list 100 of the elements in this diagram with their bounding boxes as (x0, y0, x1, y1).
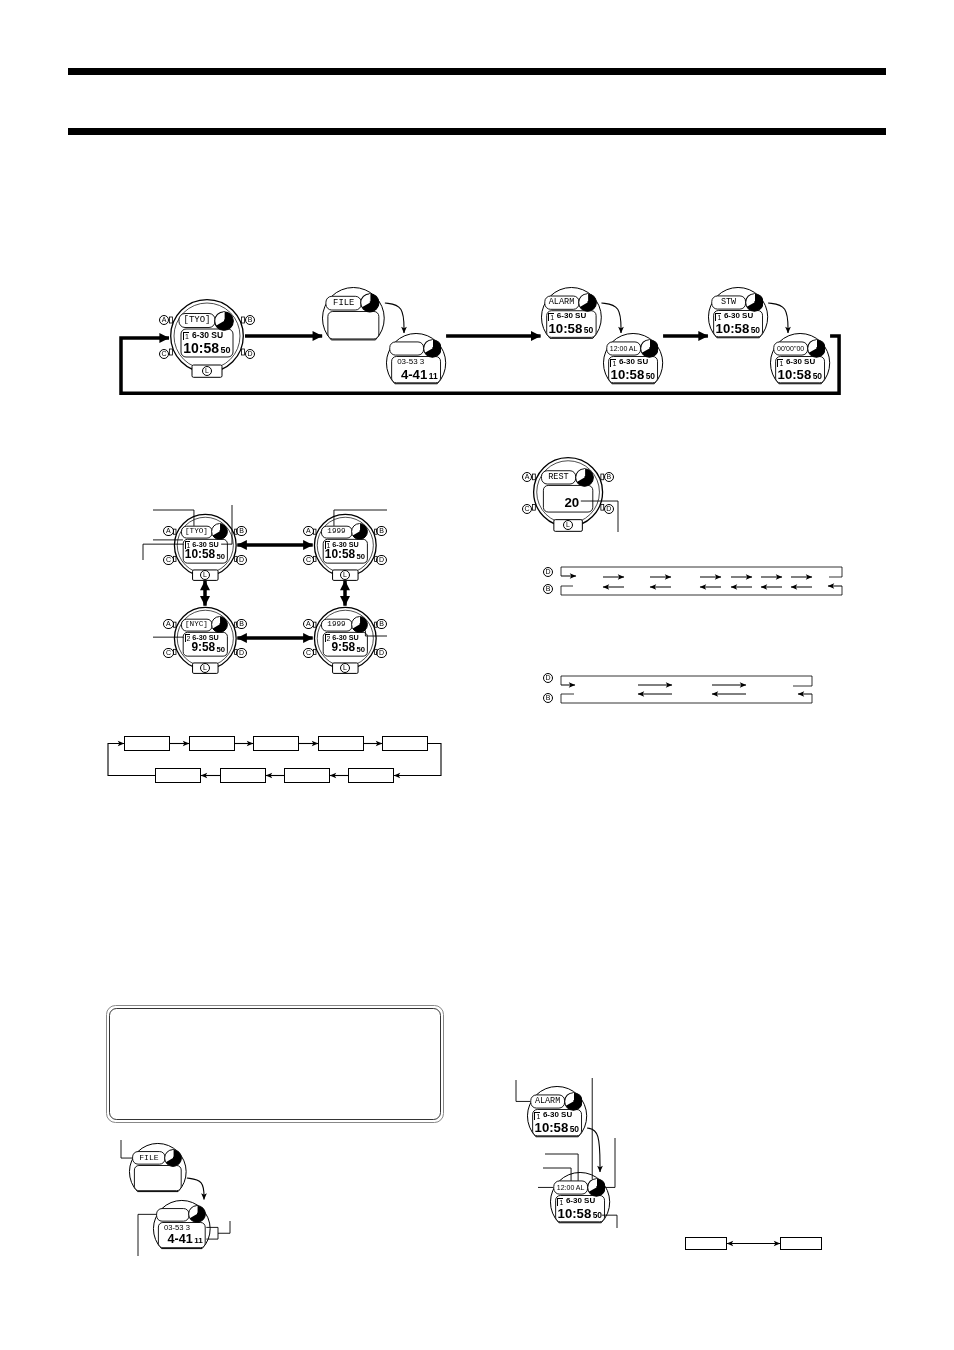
lcd-seconds: 50 (812, 371, 823, 381)
lcd-time: 10:58 (610, 367, 645, 381)
leader-line (205, 1220, 231, 1240)
lcd-label: REST (548, 473, 569, 482)
watch-face (172, 605, 238, 674)
lcd-label: FILE (333, 298, 355, 308)
leader-line (544, 1153, 579, 1182)
leader-line (537, 1187, 554, 1188)
lcd-label: STW (720, 298, 737, 307)
lcd-time: 10:58 (548, 322, 583, 336)
lcd-time: 9:58 (191, 642, 216, 655)
lcd-seconds: 50 (569, 1124, 580, 1134)
arrow (600, 302, 624, 334)
arrow (234, 740, 254, 747)
arrow (169, 740, 190, 747)
arrow (186, 1177, 207, 1201)
leader-line (591, 1077, 593, 1180)
double-arrow (236, 540, 314, 550)
double-arrow (236, 633, 314, 643)
leader-line (137, 1213, 157, 1257)
lcd-label: FILE (139, 1154, 159, 1163)
lcd-count: 20 (564, 495, 580, 510)
leader-line (152, 636, 185, 638)
arrow (767, 302, 791, 334)
empty-box (382, 736, 428, 751)
empty-box (220, 768, 266, 783)
lcd-label: ALARM (548, 298, 575, 307)
lcd-time: 10:58 (183, 341, 219, 355)
leader-line (364, 629, 388, 637)
lcd-seconds: 50 (645, 371, 656, 381)
arrow (245, 331, 323, 341)
lcd-time: 10:58 (324, 549, 356, 562)
empty-box (253, 736, 299, 751)
arrow (363, 740, 383, 747)
lcd-time: 10:58 (534, 1120, 569, 1134)
lcd-label: ALARM (534, 1097, 561, 1106)
empty-box (189, 736, 235, 751)
lcd-seconds: 50 (750, 325, 761, 335)
arrow (200, 772, 221, 779)
leader-line (152, 509, 195, 527)
watch-display (385, 332, 447, 385)
arrow (586, 1127, 603, 1173)
lcd-date: 6-30 SU (556, 312, 587, 321)
empty-box (685, 1237, 727, 1250)
lcd-time: 4-41 (400, 367, 428, 381)
lcd-seconds: 50 (592, 1210, 603, 1220)
leader-line (601, 1214, 618, 1229)
arrow (107, 740, 156, 777)
leader-line (515, 1079, 531, 1102)
lcd-seconds: 11 (194, 1236, 203, 1245)
leader-line (333, 509, 388, 527)
watch-display (707, 286, 769, 339)
leader-line (604, 1137, 616, 1188)
watch-display (602, 332, 664, 385)
lcd-seconds: 11 (428, 371, 438, 381)
double-arrow (200, 580, 210, 607)
arrow (663, 331, 709, 341)
lcd-time: 10:58 (184, 549, 216, 562)
double-arrow (340, 580, 350, 607)
empty-box (780, 1237, 822, 1250)
double-arrow (726, 1240, 781, 1247)
empty-box (155, 768, 201, 783)
lcd-label: [TYO] (183, 316, 211, 325)
empty-box (348, 768, 394, 783)
leader-line (152, 539, 184, 541)
lcd-time: 4-41 (167, 1232, 193, 1246)
watch-display (129, 1143, 187, 1193)
leader-line (142, 543, 185, 561)
watch-face (172, 512, 238, 581)
arrow (119, 333, 841, 395)
watch-face (531, 455, 605, 532)
empty-box (124, 736, 170, 751)
lcd-date: 6-30 SU (192, 330, 224, 340)
arrow (446, 331, 541, 341)
lcd-seconds: 50 (220, 345, 231, 355)
watch-face (169, 298, 245, 378)
arrow (265, 772, 285, 779)
lcd-time: 9:58 (331, 642, 356, 655)
leader-line (580, 500, 619, 533)
watch-display (769, 332, 831, 385)
empty-box (284, 768, 330, 783)
watch-display (549, 1171, 611, 1224)
lcd-time: 10:58 (777, 367, 812, 381)
lcd-time: 10:58 (557, 1206, 592, 1220)
leader-line (120, 1139, 133, 1159)
watch-face (312, 512, 378, 581)
watch-display (322, 287, 385, 341)
leader-line (542, 1167, 572, 1182)
watch-face (312, 605, 378, 674)
arrow (329, 772, 349, 779)
leader-line (220, 504, 233, 545)
lcd-seconds: 50 (583, 326, 594, 335)
watch-display (153, 1199, 211, 1249)
empty-box (318, 736, 364, 751)
arrow (298, 740, 319, 747)
watch-display (540, 287, 602, 339)
lcd-time: 10:58 (715, 321, 750, 335)
watch-display (526, 1085, 588, 1138)
arrow (393, 742, 442, 779)
arrow (384, 302, 407, 334)
